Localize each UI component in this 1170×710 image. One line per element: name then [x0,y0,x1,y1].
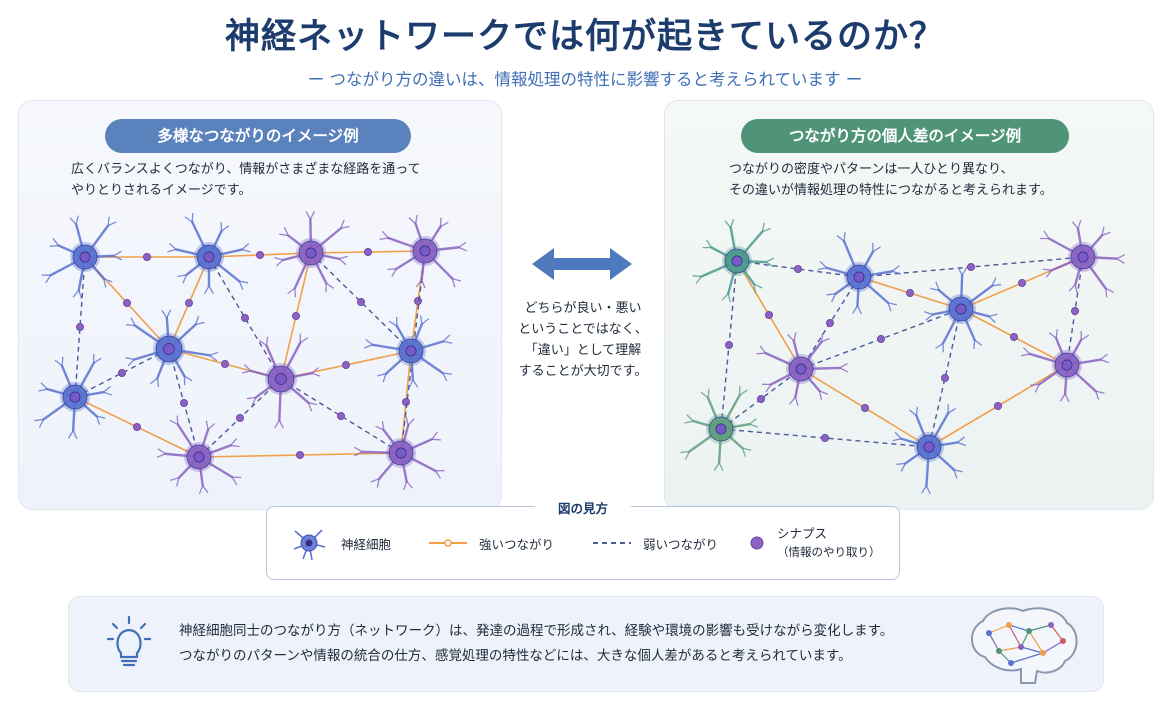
note-line-2: つながりのパターンや情報の統合の仕方、感覚処理の特性などには、大きな個人差がある… [179,648,852,664]
synapse-dot [295,450,304,459]
neuron [379,214,468,289]
synapse-dot [820,433,829,442]
synapse-dot [76,323,85,332]
synapse-dot [291,312,300,321]
page-subtitle: ー つながり方の違いは、情報処理の特性に影響すると考えられています ー [307,70,863,89]
legend-synapse-sublabel: （情報のやり取り） [777,545,881,559]
neuron [167,212,251,295]
weak-connection [280,378,402,454]
synapse-dot [143,253,152,262]
center-line-1: どちらが良い・悪い [524,301,642,316]
neuron [353,416,445,491]
synapse-dot [993,401,1002,410]
legend-box: 図の見方 神経細胞 強いつながり 弱いつながり シナプス [266,498,900,580]
varied-network-illustration [680,219,1126,495]
synapse-dot [940,373,949,382]
page-title: 神経ネットワークでは何が起きているのか？ [224,17,945,57]
center-line-2: ということではなく、 [518,322,648,337]
synapse-dot [757,394,766,403]
synapse-dot [118,368,127,377]
legend-title: 図の見方 [535,498,631,517]
weak-connection [720,428,930,448]
synapse-dot [363,248,372,257]
individual-difference-panel: つながり方の個人差のイメージ例 つながりの密度やパターンは一人ひとり異なり、 そ… [664,100,1154,510]
synapse-dot [765,311,774,320]
balanced-network-illustration [34,210,468,495]
legend-weak-label: 弱いつながり [643,536,719,552]
left-desc-line-1: 広くバランスよくつながり、情報がさまざまな経路を通って [71,162,421,177]
synapse-dot [179,398,188,407]
synapse-dot [356,298,365,307]
info-note: 神経細胞同士のつながり方（ネットワーク）は、発達の過程で形成され、経験や環境の影… [68,596,1104,692]
synapse-dot [413,297,422,306]
neuron [680,386,759,472]
weak-connection [208,256,282,380]
weak-link-icon [593,542,631,544]
neuron [274,210,350,298]
legend-synapse: シナプス （情報のやり取り） [749,507,881,579]
synapse-dot [1009,333,1018,342]
synapse-dot [905,289,914,298]
neuron [1039,219,1126,298]
neuron [692,219,775,303]
neuron [892,404,967,495]
center-line-4: することが大切です。 [518,364,648,379]
synapse-dot [793,265,802,274]
right-panel-description: つながりの密度やパターンは一人ひとり異なり、 その違いが情報処理の特性につながる… [729,159,1149,201]
legend-synapse-label: シナプス [777,526,828,541]
synapse-dot [401,397,410,406]
note-text: 神経細胞同士のつながり方（ネットワーク）は、発達の過程で形成され、経験や環境の影… [179,619,959,669]
weak-connection [928,308,962,448]
synapse-dot [133,422,142,431]
synapse-dot [341,360,350,369]
neuron [41,215,123,299]
synapse-dot [876,335,885,344]
legend-synapse-text: シナプス （情報のやり取り） [777,524,881,562]
synapse-dot [220,359,229,368]
weak-connection [736,260,860,278]
synapse-dot [825,319,834,328]
neuron [817,232,902,315]
synapse-dot [184,299,193,308]
synapse-dot [966,263,975,272]
neuron [125,309,219,387]
neuron [756,332,849,407]
legend-strong: 強いつながり [429,507,554,579]
synapse-dot [235,413,244,422]
synapse-dot [1017,279,1026,288]
lightbulb-icon [107,615,151,667]
legend-strong-label: 強いつながり [479,536,555,552]
diverse-connections-panel: 多様なつながりのイメージ例 広くバランスよくつながり、情報がさまざまな経路を通っ… [18,100,502,510]
note-line-1: 神経細胞同士のつながり方（ネットワーク）は、発達の過程で形成され、経験や環境の影… [179,623,894,639]
center-line-3: 「違い」として理解 [524,343,642,358]
neuron [1020,329,1110,403]
synapse-icon [750,536,764,550]
right-panel-heading: つながり方の個人差のイメージ例 [741,119,1069,153]
legend-neuron: 神経細胞 [289,507,391,579]
brain-network-icon [971,607,1078,684]
left-panel-description: 広くバランスよくつながり、情報がさまざまな経路を通って やりとりされるイメージで… [71,159,491,201]
synapse-dot [255,251,264,260]
neuron [34,354,113,440]
synapse-dot [336,411,345,420]
legend-weak: 弱いつながり [593,507,718,579]
neuron [156,415,242,495]
double-arrow-icon [532,248,632,280]
neuron-icon [293,529,326,561]
neuron [363,315,453,389]
synapse-dot [1070,307,1079,316]
left-desc-line-2: やりとりされるイメージです。 [71,183,252,198]
neuron [923,266,1002,353]
neuron [241,333,321,429]
strong-link-icon [429,539,467,547]
right-desc-line-1: つながりの密度やパターンは一人ひとり異なり、 [729,162,1014,177]
synapse-dot [123,299,132,308]
center-message: どちらが良い・悪い ということではなく、 「違い」として理解 することが大切です… [505,298,661,382]
synapse-dot [240,314,249,323]
synapse-dot [725,340,734,349]
synapse-dot [860,403,869,412]
left-panel-heading: 多様なつながりのイメージ例 [105,119,411,153]
right-desc-line-2: その違いが情報処理の特性につながると考えられます。 [729,183,1053,198]
legend-neuron-label: 神経細胞 [341,536,392,552]
